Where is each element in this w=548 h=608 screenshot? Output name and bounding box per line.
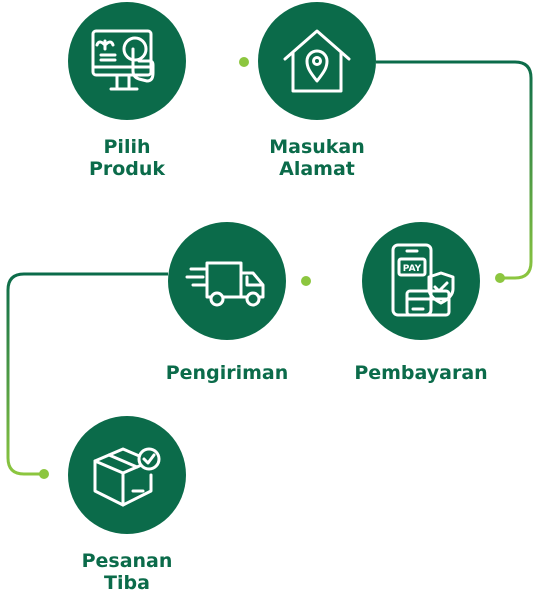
phone-pay-icon: PAY — [391, 243, 455, 317]
house-location-icon — [283, 29, 351, 93]
step-label-line: Tiba — [104, 572, 150, 594]
connector-2-3 — [376, 60, 533, 280]
step-label-line: Pengiriman — [165, 362, 289, 384]
pay-text: PAY — [403, 264, 422, 274]
connector-dot — [495, 273, 505, 283]
step-label-line: Alamat — [279, 158, 355, 180]
package-check-icon — [93, 447, 161, 507]
connector-dot — [301, 276, 311, 286]
connector-dot — [39, 469, 49, 479]
step-circle — [68, 2, 186, 120]
step-circle — [68, 416, 186, 534]
step-circle: PAY — [362, 222, 480, 340]
step-label-line: Masukan — [269, 136, 365, 158]
step-circle — [258, 2, 376, 120]
step-label-line: Pilih — [103, 136, 151, 158]
step-label-line: Pembayaran — [354, 362, 488, 384]
step-label-line: Pesanan — [81, 550, 173, 572]
connector-dot — [239, 57, 249, 67]
step-label-line: Produk — [88, 158, 166, 180]
computer-touch-icon — [91, 29, 155, 91]
connector-4-5 — [6, 272, 168, 476]
delivery-truck-icon — [185, 261, 265, 307]
step-circle — [168, 222, 286, 340]
